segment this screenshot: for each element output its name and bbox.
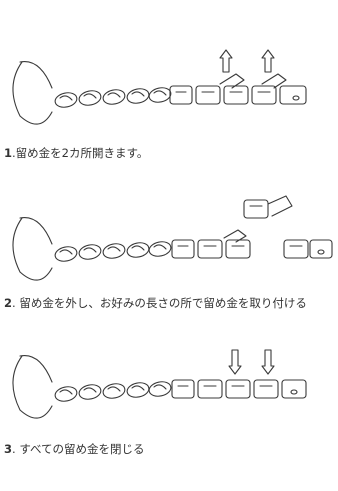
strap-end — [12, 61, 53, 125]
step-3-caption: 3. すべての留め金を閉じる — [4, 440, 334, 459]
step-3-number: 3 — [4, 442, 13, 456]
step-1-caption: 1.留め金を2カ所開きます。 — [4, 144, 334, 163]
open-clasp-2 — [261, 73, 287, 89]
step-2-caption: 2. 留め金を外し、お好みの長さの所で留め金を取り付ける — [4, 294, 334, 313]
up-arrow-icon — [219, 49, 233, 73]
step-2-illustration — [0, 194, 338, 286]
chain-links — [54, 241, 172, 262]
strap-end — [12, 355, 53, 419]
detached-links — [283, 239, 333, 259]
solid-links — [169, 85, 307, 105]
step-3-illustration — [0, 340, 338, 422]
solid-links — [171, 239, 251, 259]
step-2-text: 留め金を外し、お好みの長さの所で留め金を取り付ける — [15, 296, 307, 310]
open-clasp-1 — [219, 73, 245, 89]
step-2-dot: . — [12, 296, 16, 310]
chain-links — [54, 87, 172, 108]
open-clasp — [223, 229, 247, 243]
step-1-illustration — [0, 48, 338, 130]
down-arrow-icon — [261, 349, 275, 375]
removed-link — [243, 195, 293, 219]
up-arrow-icon — [261, 49, 275, 73]
strap-end — [12, 217, 53, 281]
step-1-dot: . — [12, 146, 16, 160]
solid-links — [171, 379, 307, 399]
down-arrow-icon — [228, 349, 242, 375]
chain-links — [54, 381, 172, 402]
step-3-dot: . — [12, 442, 16, 456]
step-2-number: 2 — [4, 296, 13, 310]
step-1-text: 留め金を2カ所開きます。 — [15, 146, 149, 160]
step-1-number: 1 — [4, 146, 13, 160]
step-3-text: すべての留め金を閉じる — [15, 442, 145, 456]
